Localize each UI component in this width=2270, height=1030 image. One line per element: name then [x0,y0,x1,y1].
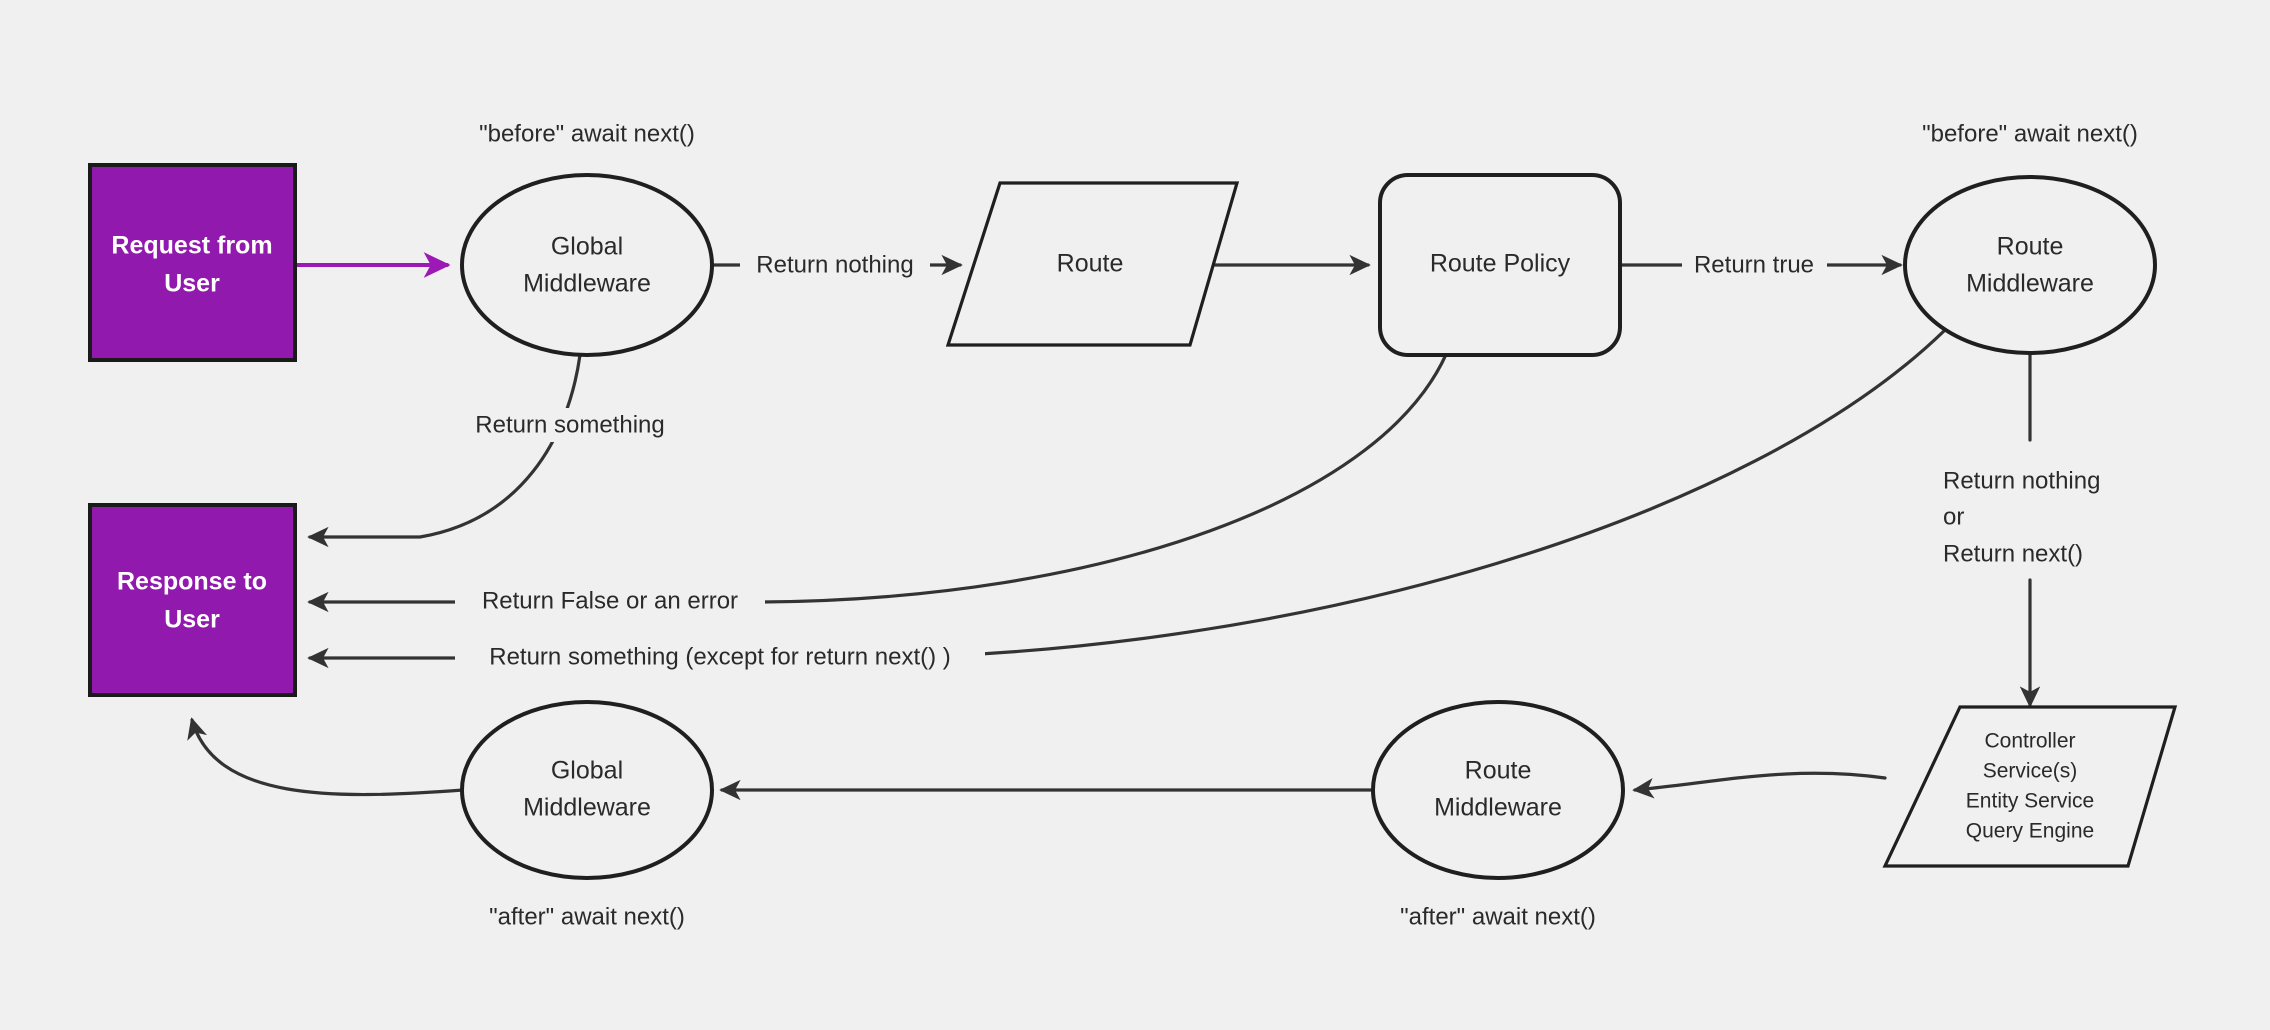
node-controller-services[interactable]: Controller Service(s) Entity Service Que… [1882,705,2178,868]
global-middleware-bottom-ellipse[interactable] [460,700,714,880]
global-middleware-top-ellipse[interactable] [460,173,714,357]
node-response-to-user[interactable]: Response to User [88,503,297,697]
route-label: Route [1057,250,1124,278]
route-parallelogram[interactable] [945,181,1240,347]
node-request-from-user[interactable]: Request from User [88,163,297,362]
route-middleware-top-label-line1: Route [1997,233,2064,261]
edge-global-middleware-to-response-return-something [307,353,582,548]
node-route-middleware-top[interactable]: Route Middleware [1903,175,2157,355]
node-route-policy[interactable]: Route Policy [1378,173,1622,357]
edge-label-return-true: Return true [1694,251,1814,278]
request-from-user-box[interactable] [88,163,297,362]
controller-label-line3: Entity Service [1966,790,2094,813]
global-middleware-top-label-line1: Global [551,233,623,261]
edge-label-return-something-except: Return something (except for return next… [489,643,951,670]
edge-label-return-nothing-or-next-line2: or [1943,503,1964,530]
controller-label-line2: Service(s) [1983,760,2078,783]
route-middleware-top-label-line2: Middleware [1966,270,2094,298]
edge-label-return-nothing-or-next-line1: Return nothing [1943,467,2100,494]
route-policy-box[interactable] [1378,173,1622,357]
route-middleware-top-ellipse[interactable] [1903,175,2157,355]
edge-label-return-nothing: Return nothing [756,251,913,278]
global-middleware-bottom-label-line1: Global [551,757,623,785]
edge-label-bg-return-true [1682,248,1827,282]
request-from-user-label-line2: User [164,270,220,298]
edge-controller-to-route-middleware-bottom [1632,771,1887,799]
node-route[interactable]: Route [945,181,1240,347]
edge-label-return-false-or-error: Return False or an error [482,587,738,614]
request-from-user-label-line1: Request from [111,232,272,260]
edge-label-bg-return-something [455,408,685,442]
annotation-before-await-next-global: "before" await next() [479,120,695,147]
node-route-middleware-bottom[interactable]: Route Middleware [1371,700,1625,880]
response-to-user-label-line1: Response to [117,568,267,596]
node-global-middleware-top[interactable]: Global Middleware [460,173,714,357]
edge-label-bg-return-false-or-error [455,585,765,619]
edge-global-middleware-bottom-to-response [187,717,465,797]
edge-route-policy-to-response-return-false [307,343,1452,613]
node-global-middleware-bottom[interactable]: Global Middleware [460,700,714,880]
global-middleware-bottom-label-line2: Middleware [523,794,651,822]
edge-label-return-something: Return something [475,411,664,438]
controller-parallelogram[interactable] [1882,705,2178,868]
route-middleware-bottom-ellipse[interactable] [1371,700,1625,880]
route-middleware-bottom-label-line2: Middleware [1434,794,1562,822]
controller-label-line1: Controller [1984,730,2075,753]
route-policy-label: Route Policy [1430,250,1571,278]
edge-label-bg-return-nothing [740,248,930,282]
response-to-user-box[interactable] [88,503,297,697]
edge-label-bg-return-something-except [455,641,985,675]
annotation-after-await-next-global: "after" await next() [489,903,685,930]
edge-route-middleware-to-response-return-something-except [307,328,1947,669]
route-middleware-bottom-label-line1: Route [1465,757,1532,785]
edge-label-return-nothing-or-next-line3: Return next() [1943,540,2083,567]
controller-label-line4: Query Engine [1966,820,2094,843]
global-middleware-top-label-line2: Middleware [523,270,651,298]
response-to-user-label-line2: User [164,606,220,634]
annotation-after-await-next-route: "after" await next() [1400,903,1596,930]
annotation-before-await-next-route: "before" await next() [1922,120,2138,147]
